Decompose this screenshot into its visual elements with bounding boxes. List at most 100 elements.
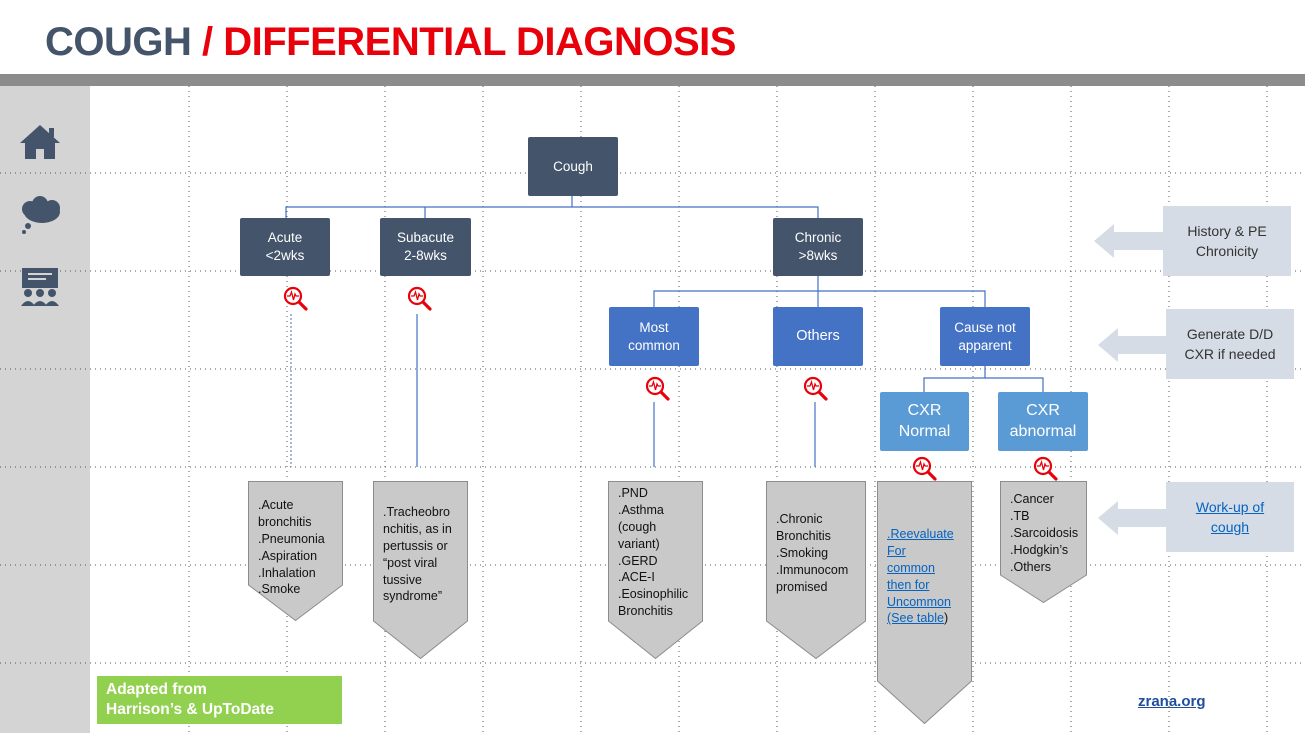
result-line: .PND (618, 486, 648, 500)
magnifier-pulse-icon[interactable] (803, 376, 829, 402)
magnifier-pulse-icon[interactable] (283, 286, 309, 312)
side-label-line: CXR if needed (1184, 346, 1276, 362)
result-line: .ACE-I (618, 570, 655, 585)
node-subacute-line1: Subacute (396, 230, 455, 246)
node-acute[interactable]: Acute <2wks (240, 218, 330, 276)
page-title: COUGH / DIFFERENTIAL DIAGNOSIS (45, 20, 736, 65)
reevaluate-link[interactable]: Uncommon (887, 594, 951, 609)
result-line: .Pneumonia (258, 531, 325, 546)
result-chevron-cxr-normal (877, 481, 972, 724)
result-line: .Sarcoidosis (1010, 525, 1079, 540)
reevaluate-link[interactable]: .Reevaluate (887, 527, 954, 541)
result-line: .Cancer (1010, 492, 1054, 506)
result-chevron-acute (248, 481, 343, 621)
result-chevron-most-common (608, 481, 703, 659)
node-subacute-line2: 2-8wks (404, 248, 447, 263)
node-cxr-normal-line2: Normal (898, 422, 951, 440)
result-line: .Eosinophilic (618, 587, 689, 602)
result-line: .Smoke (258, 582, 301, 597)
node-others[interactable]: Others (773, 307, 863, 366)
left-arrow-icon (1098, 501, 1170, 535)
result-line: .Smoking (776, 545, 829, 560)
node-most-common-line2: common (628, 337, 680, 353)
node-cause-not-apparent[interactable]: Cause not apparent (940, 307, 1030, 366)
node-chronic-line2: >8wks (798, 248, 838, 263)
magnifier-pulse-icon[interactable] (912, 456, 938, 482)
home-icon[interactable] (18, 122, 62, 162)
result-line: nchitis, as in (383, 521, 452, 536)
side-label-line: History & PE (1187, 222, 1267, 239)
node-cxr-abnormal[interactable]: CXR abnormal (998, 392, 1088, 451)
reevaluate-link[interactable]: then for (887, 577, 930, 592)
result-line: .TB (1010, 508, 1030, 523)
source-line: Harrison’s & UpToDate (106, 701, 274, 719)
result-chevron-others (766, 481, 866, 659)
result-line: .Others (1010, 559, 1051, 574)
reevaluate-link[interactable]: For (887, 543, 906, 558)
presentation-icon[interactable] (18, 266, 62, 306)
result-line: .Chronic (776, 512, 823, 526)
result-line: .Tracheobro (383, 505, 450, 519)
result-line: .Inhalation (258, 565, 316, 580)
node-cxr-normal-line1: CXR (907, 401, 942, 419)
result-line: Bronchitis (776, 528, 831, 543)
header-divider-bar (0, 74, 1305, 86)
result-chevron-subacute (373, 481, 468, 659)
reevaluate-link[interactable]: common (887, 560, 935, 575)
result-line: tussive (383, 572, 422, 587)
node-cxr-abnormal-line1: CXR (1026, 401, 1060, 419)
result-line: variant) (618, 536, 660, 551)
workup-link[interactable]: Work-up of (1195, 498, 1265, 515)
result-text-cxr-abnormal: .Cancer .TB .Sarcoidosis .Hodgkin’s .Oth… (1010, 491, 1078, 575)
result-text-cxr-normal: .Reevaluate For common then for Uncommon… (887, 526, 954, 627)
result-text-subacute: .Tracheobro nchitis, as in pertussis or … (383, 504, 452, 605)
node-cxr-normal[interactable]: CXR Normal (880, 392, 969, 451)
side-label-line: Generate D/D (1186, 325, 1274, 342)
node-acute-line2: <2wks (265, 248, 305, 263)
node-cough[interactable]: Cough (528, 137, 618, 196)
node-cause-line1: Cause not (954, 319, 1016, 335)
result-line: pertussis or (383, 538, 448, 553)
result-chevron-cxr-abnormal (1000, 481, 1087, 603)
result-line: promised (776, 579, 828, 594)
paren-close: ) (943, 611, 949, 626)
side-label-history: History & PE Chronicity (1163, 206, 1291, 276)
node-subacute[interactable]: Subacute 2-8wks (380, 218, 471, 276)
title-sub: / DIFFERENTIAL DIAGNOSIS (191, 20, 736, 64)
result-line: .Asthma (618, 502, 664, 517)
node-chronic[interactable]: Chronic >8wks (773, 218, 863, 276)
side-label-workup: Work-up of cough (1166, 482, 1294, 552)
result-text-acute: .Acute bronchitis .Pneumonia .Aspiration… (258, 497, 325, 598)
title-main: COUGH (45, 20, 192, 64)
result-text-others: .Chronic Bronchitis .Smoking .Immunocom … (776, 511, 848, 595)
side-label-generate-dd: Generate D/D CXR if needed (1166, 309, 1294, 379)
result-line: .Aspiration (258, 548, 318, 563)
node-chronic-line1: Chronic (794, 230, 842, 246)
result-line: .Hodgkin’s (1010, 542, 1069, 557)
node-most-common-line1: Most (639, 319, 669, 335)
result-line: .GERD (618, 553, 658, 568)
result-line: bronchitis (258, 514, 312, 529)
node-cxr-abnormal-line2: abnormal (1009, 422, 1077, 440)
workup-link[interactable]: cough (1210, 519, 1250, 535)
node-most-common[interactable]: Most common (609, 307, 699, 366)
side-label-line: Chronicity (1195, 243, 1259, 259)
source-line: Adapted from (106, 681, 207, 698)
left-arrow-icon (1098, 328, 1170, 362)
magnifier-pulse-icon[interactable] (645, 376, 671, 402)
node-acute-line1: Acute (267, 230, 303, 246)
node-cause-line2: apparent (958, 337, 1012, 353)
result-line: syndrome” (383, 589, 443, 604)
sidebar (0, 86, 90, 733)
result-line: Bronchitis (618, 604, 673, 619)
magnifier-pulse-icon[interactable] (407, 286, 433, 312)
result-line: “post viral (383, 555, 438, 570)
magnifier-pulse-icon[interactable] (1033, 456, 1059, 482)
thought-bubble-icon[interactable] (18, 196, 62, 236)
left-arrow-icon (1094, 224, 1166, 258)
result-line: (cough (618, 519, 657, 534)
site-link[interactable]: zrana.org (1138, 693, 1206, 710)
see-table-link[interactable]: (See table (887, 611, 944, 626)
source-attribution: Adapted from Harrison’s & UpToDate (97, 676, 342, 724)
result-line: .Immunocom (776, 562, 849, 577)
